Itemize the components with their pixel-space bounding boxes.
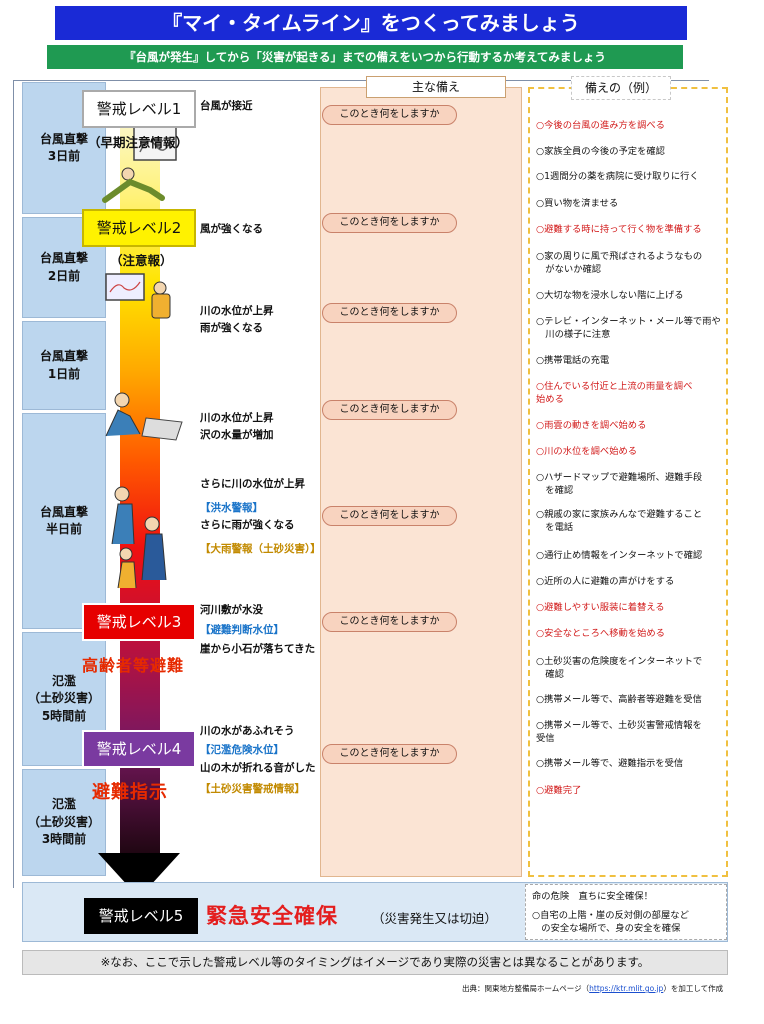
day-block-halfday: 台風直撃 半日前	[22, 413, 106, 629]
tag-flood-danger-level: 【氾濫危険水位】	[200, 742, 284, 757]
level-1-caption: （早期注意情報）	[88, 132, 188, 151]
example-item: ○家の周りに風で飛ばされるようなもの がないか確認	[536, 250, 724, 276]
example-item: ○避難する時に持って行く物を準備する	[536, 223, 724, 236]
warning-level-3: 警戒レベル3	[82, 603, 196, 641]
example-item: ○携帯メール等で、土砂災害警戒情報を 受信	[536, 719, 724, 745]
what-to-do-input-6[interactable]: このとき何をしますか	[322, 612, 457, 632]
example-item: ○川の水位を調べ始める	[536, 445, 724, 458]
example-item: ○携帯メール等で、高齢者等避難を受信	[536, 693, 724, 706]
tag-evac-judgement-level: 【避難判断水位】	[200, 622, 284, 637]
main-preparation-header: 主な備え	[366, 76, 506, 98]
event-pebbles-falling: 崖から小石が落ちてきた	[200, 641, 315, 658]
event-river-further: さらに川の水位が上昇	[200, 476, 305, 493]
warning-level-2: 警戒レベル2	[82, 209, 196, 247]
what-to-do-input-5[interactable]: このとき何をしますか	[322, 506, 457, 526]
event-river-stream: 川の水位が上昇 沢の水量が増加	[200, 410, 274, 444]
example-item: ○家族全員の今後の予定を確認	[536, 145, 724, 158]
what-to-do-input-4[interactable]: このとき何をしますか	[322, 400, 457, 420]
level-2-caption: （注意報）	[110, 250, 173, 269]
event-typhoon-approach: 台風が接近	[200, 98, 253, 115]
family-evacuating-illustration	[104, 484, 176, 594]
tag-heavy-rain-warning: 【大雨警報（土砂災害）】	[200, 541, 321, 556]
example-item: ○雨雲の動きを調べ始める	[536, 419, 724, 432]
level-5-line-2: ○自宅の上階・崖の反対側の部屋など の安全な場所で、身の安全を確保	[532, 909, 689, 935]
example-item: ○近所の人に避難の声がけをする	[536, 575, 724, 588]
example-item: ○今後の台風の進み方を調べる	[536, 119, 724, 132]
what-to-do-input-7[interactable]: このとき何をしますか	[322, 744, 457, 764]
example-item: ○土砂災害の危険度をインターネットで 確認	[536, 655, 724, 681]
warning-level-5: 警戒レベル5	[84, 898, 198, 934]
emergency-safety-subtitle: （災害発生又は切迫）	[372, 908, 497, 927]
event-river-rain: 川の水位が上昇 雨が強くなる	[200, 303, 274, 337]
disclaimer-note: ※なお、ここで示した警戒レベル等のタイミングはイメージであり実際の災害とは異なる…	[22, 950, 728, 975]
event-wind-stronger: 風が強くなる	[200, 221, 263, 238]
family-watching-forecast-illustration	[104, 272, 182, 328]
page-title: 『マイ・タイムライン』をつくってみましょう	[55, 6, 687, 40]
source-suffix: ）を加工して作成	[663, 984, 723, 993]
example-item: ○ハザードマップで避難場所、避難手段 を確認	[536, 471, 724, 497]
example-item: ○避難しやすい服装に着替える	[536, 601, 724, 614]
source-link[interactable]: https://ktr.mlit.go.jp	[589, 984, 663, 993]
what-to-do-input-3[interactable]: このとき何をしますか	[322, 303, 457, 323]
person-checking-map-illustration	[96, 388, 188, 444]
what-to-do-input-2[interactable]: このとき何をしますか	[322, 213, 457, 233]
event-riverbed-flooded: 河川敷が水没	[200, 602, 263, 619]
event-rain-further: さらに雨が強くなる	[200, 517, 295, 534]
example-item: ○テレビ・インターネット・メール等で雨や 川の様子に注意	[536, 315, 724, 341]
example-item: ○住んでいる付近と上流の雨量を調べ 始める	[536, 380, 724, 406]
example-item: ○親戚の家に家族みんなで避難すること を電話	[536, 508, 724, 534]
day-block-1day: 台風直撃 1日前	[22, 321, 106, 410]
example-item: ○避難完了	[536, 784, 724, 797]
event-tree-breaking: 山の木が折れる音がした	[200, 760, 316, 777]
source-credit: 出典：関東地方整備局ホームページ（https://ktr.mlit.go.jp）…	[462, 983, 723, 994]
tag-flood-warning: 【洪水警報】	[200, 500, 263, 515]
example-item: ○携帯電話の充電	[536, 354, 724, 367]
examples-header: 備えの（例）	[571, 76, 671, 100]
tag-landslide-warning: 【土砂災害警戒情報】	[200, 781, 305, 796]
example-item: ○通行止め情報をインターネットで確認	[536, 549, 724, 562]
example-item: ○大切な物を浸水しない階に上げる	[536, 289, 724, 302]
emergency-safety-title: 緊急安全確保	[206, 900, 338, 930]
warning-level-4: 警戒レベル4	[82, 730, 196, 768]
warning-level-1: 警戒レベル1	[82, 90, 196, 128]
level-5-line-1: 命の危険 直ちに安全確保！	[532, 890, 653, 903]
level-4-action: 避難指示	[92, 778, 168, 804]
event-river-overflow: 川の水があふれそう	[200, 723, 295, 740]
source-prefix: 出典：関東地方整備局ホームページ（	[462, 984, 589, 993]
what-to-do-input-1[interactable]: このとき何をしますか	[322, 105, 457, 125]
example-item: ○携帯メール等で、避難指示を受信	[536, 757, 724, 770]
example-item: ○買い物を済ませる	[536, 197, 724, 210]
example-item: ○安全なところへ移動を始める	[536, 627, 724, 640]
level-3-action: 高齢者等避難	[82, 652, 184, 676]
page-subtitle: 『台風が発生』してから「災害が起きる」までの備えをいつから行動するか考えてみまし…	[47, 45, 683, 69]
example-item: ○1週間分の薬を病院に受け取りに行く	[536, 170, 724, 183]
